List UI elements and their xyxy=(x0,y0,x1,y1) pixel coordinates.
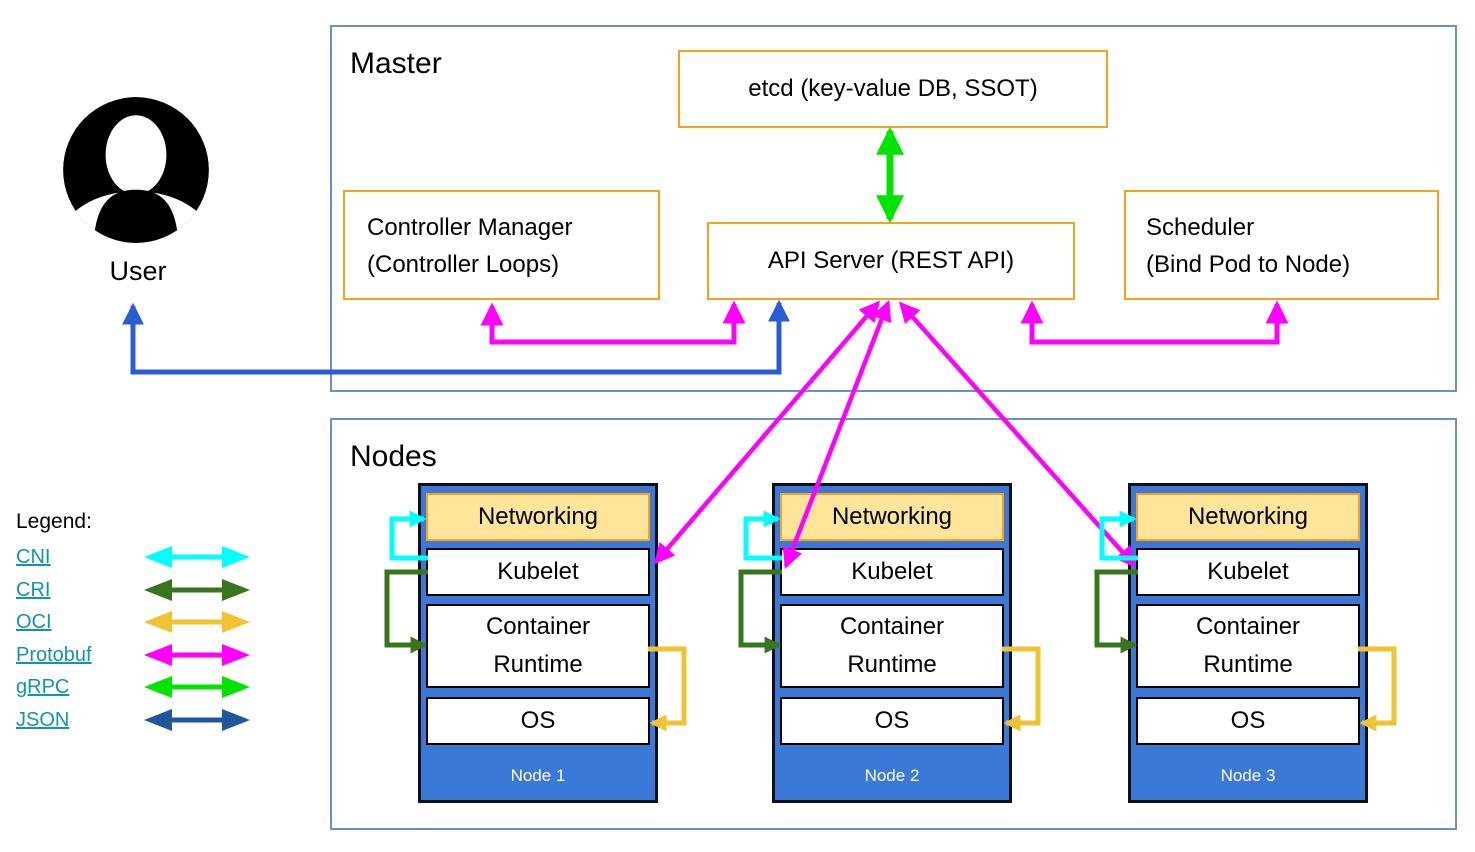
scheduler-box: Scheduler (Bind Pod to Node) xyxy=(1124,190,1439,300)
node-3: Networking Kubelet Container Runtime OS … xyxy=(1128,483,1368,803)
legend-link-grpc[interactable]: gRPC xyxy=(16,675,70,698)
legend-arrow-json xyxy=(144,709,250,731)
legend-link-json[interactable]: JSON xyxy=(16,708,70,731)
legend-title: Legend: xyxy=(16,510,92,533)
node-3-container-runtime-label: Container Runtime xyxy=(1195,613,1301,678)
controller-manager-box: Controller Manager (Controller Loops) xyxy=(343,190,660,300)
user-label: User xyxy=(109,256,167,286)
node-2-container-runtime-layer: Container Runtime xyxy=(780,604,1004,688)
etcd-box: etcd (key-value DB, SSOT) xyxy=(678,50,1108,128)
node-1-container-runtime-layer: Container Runtime xyxy=(426,604,650,688)
controller-manager-line2: (Controller Loops) xyxy=(367,251,560,278)
node-3-networking-layer: Networking xyxy=(1136,493,1360,541)
legend-row-json: JSON xyxy=(16,705,266,735)
node-2-kubelet-layer: Kubelet xyxy=(780,548,1004,596)
node-3-os-layer: OS xyxy=(1136,697,1360,745)
node-1-networking-layer: Networking xyxy=(426,493,650,541)
node-2-label: Node 2 xyxy=(864,766,920,785)
user-icon xyxy=(63,97,209,243)
node-2-networking-layer: Networking xyxy=(780,493,1004,541)
node-1-container-runtime-label: Container Runtime xyxy=(485,613,591,678)
api-server-box: API Server (REST API) xyxy=(707,222,1075,300)
legend-link-cri[interactable]: CRI xyxy=(16,578,51,601)
node-2: Networking Kubelet Container Runtime OS … xyxy=(772,483,1012,803)
legend-row-cri: CRI xyxy=(16,575,266,605)
legend-link-protobuf[interactable]: Protobuf xyxy=(16,643,92,666)
legend-link-cni[interactable]: CNI xyxy=(16,545,51,568)
legend-row-oci: OCI xyxy=(16,607,266,637)
node-3-label: Node 3 xyxy=(1220,766,1276,785)
nodes-title: Nodes xyxy=(350,440,437,473)
api-server-label: API Server (REST API) xyxy=(767,247,1015,274)
node-1-kubelet-layer: Kubelet xyxy=(426,548,650,596)
legend-arrow-cni xyxy=(144,546,250,568)
legend-link-oci[interactable]: OCI xyxy=(16,610,52,633)
node-1-os-layer: OS xyxy=(426,697,650,745)
legend-arrow-cri xyxy=(144,579,250,601)
legend-row-grpc: gRPC xyxy=(16,672,266,702)
node-3-kubelet-layer: Kubelet xyxy=(1136,548,1360,596)
legend-arrow-grpc xyxy=(144,676,250,698)
node-2-os-layer: OS xyxy=(780,697,1004,745)
node-1-label: Node 1 xyxy=(510,766,566,785)
master-title: Master xyxy=(350,47,442,80)
controller-manager-line1: Controller Manager xyxy=(367,214,573,241)
node-2-container-runtime-label: Container Runtime xyxy=(839,613,945,678)
legend-arrow-oci xyxy=(144,611,250,633)
etcd-label: etcd (key-value DB, SSOT) xyxy=(748,75,1038,102)
node-3-container-runtime-layer: Container Runtime xyxy=(1136,604,1360,688)
scheduler-line2: (Bind Pod to Node) xyxy=(1146,251,1351,278)
legend-arrow-protobuf xyxy=(144,644,250,666)
legend-row-protobuf: Protobuf xyxy=(16,640,266,670)
node-1: Networking Kubelet Container Runtime OS … xyxy=(418,483,658,803)
scheduler-line1: Scheduler xyxy=(1146,214,1255,241)
legend-row-cni: CNI xyxy=(16,542,266,572)
